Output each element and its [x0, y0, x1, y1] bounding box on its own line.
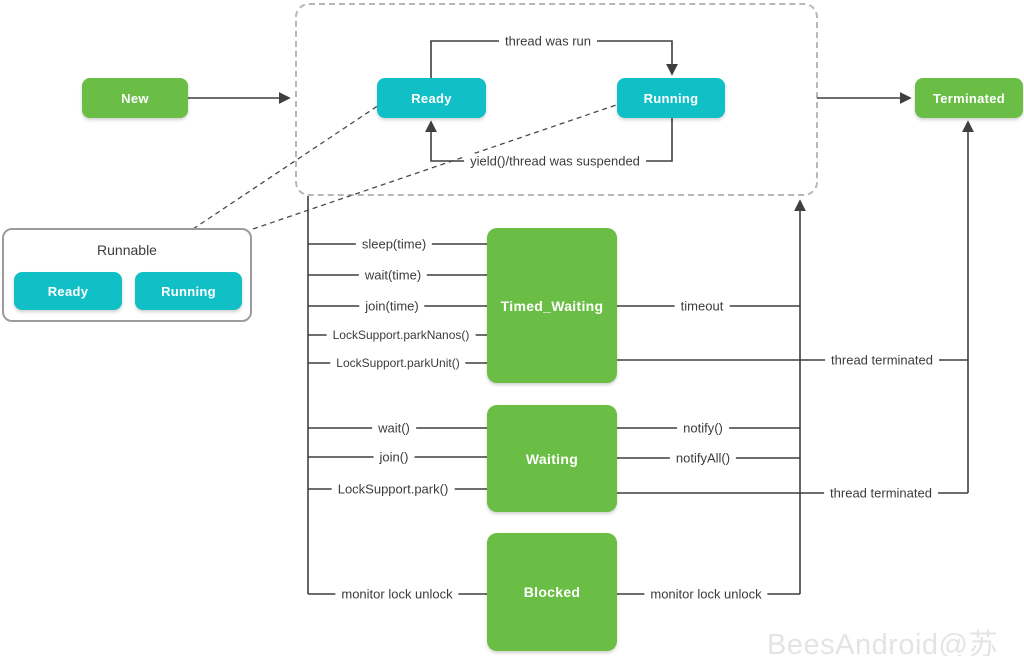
state-waiting: Waiting	[487, 405, 617, 512]
edge-label-monitor-lock-left: monitor lock unlock	[335, 586, 459, 602]
runnable-region-dashed-box	[295, 3, 818, 196]
state-running: Running	[617, 78, 725, 118]
state-blocked: Blocked	[487, 533, 617, 651]
dashed-link-group-to-running	[252, 103, 620, 230]
edge-label-notify-all: notifyAll()	[669, 450, 737, 466]
edge-label-wait: wait()	[372, 420, 416, 436]
runnable-group-title: Runnable	[97, 242, 157, 258]
state-terminated: Terminated	[915, 78, 1023, 118]
edge-label-thread-terminated-2: thread terminated	[824, 485, 938, 501]
dashed-link-group-to-ready	[192, 104, 380, 230]
runnable-group-state-running: Running	[135, 272, 242, 310]
edge-label-wait-time: wait(time)	[358, 267, 428, 283]
runnable-group-box: Runnable Ready Running	[2, 228, 252, 322]
edge-label-park: LockSupport.park()	[331, 481, 455, 497]
edge-label-thread-terminated-1: thread terminated	[825, 352, 939, 368]
edge-label-timeout: timeout	[674, 298, 730, 314]
watermark-text: BeesAndroid@苏策	[767, 629, 998, 656]
edge-label-monitor-lock-right: monitor lock unlock	[644, 586, 768, 602]
runnable-group-state-ready: Ready	[14, 272, 122, 310]
edge-label-park-unit: LockSupport.parkUnit()	[330, 356, 466, 370]
edge-label-notify: notify()	[677, 420, 729, 436]
edge-label-yield-suspended: yield()/thread was suspended	[464, 153, 646, 169]
state-new: New	[82, 78, 188, 118]
edge-label-park-nanos: LockSupport.parkNanos()	[326, 328, 476, 342]
state-timed-waiting: Timed_Waiting	[487, 228, 617, 383]
state-ready: Ready	[377, 78, 486, 118]
edge-label-join-time: join(time)	[359, 298, 425, 314]
edge-label-sleep-time: sleep(time)	[355, 236, 433, 252]
edge-label-join: join()	[373, 449, 415, 465]
edge-label-thread-was-run: thread was run	[499, 33, 597, 49]
